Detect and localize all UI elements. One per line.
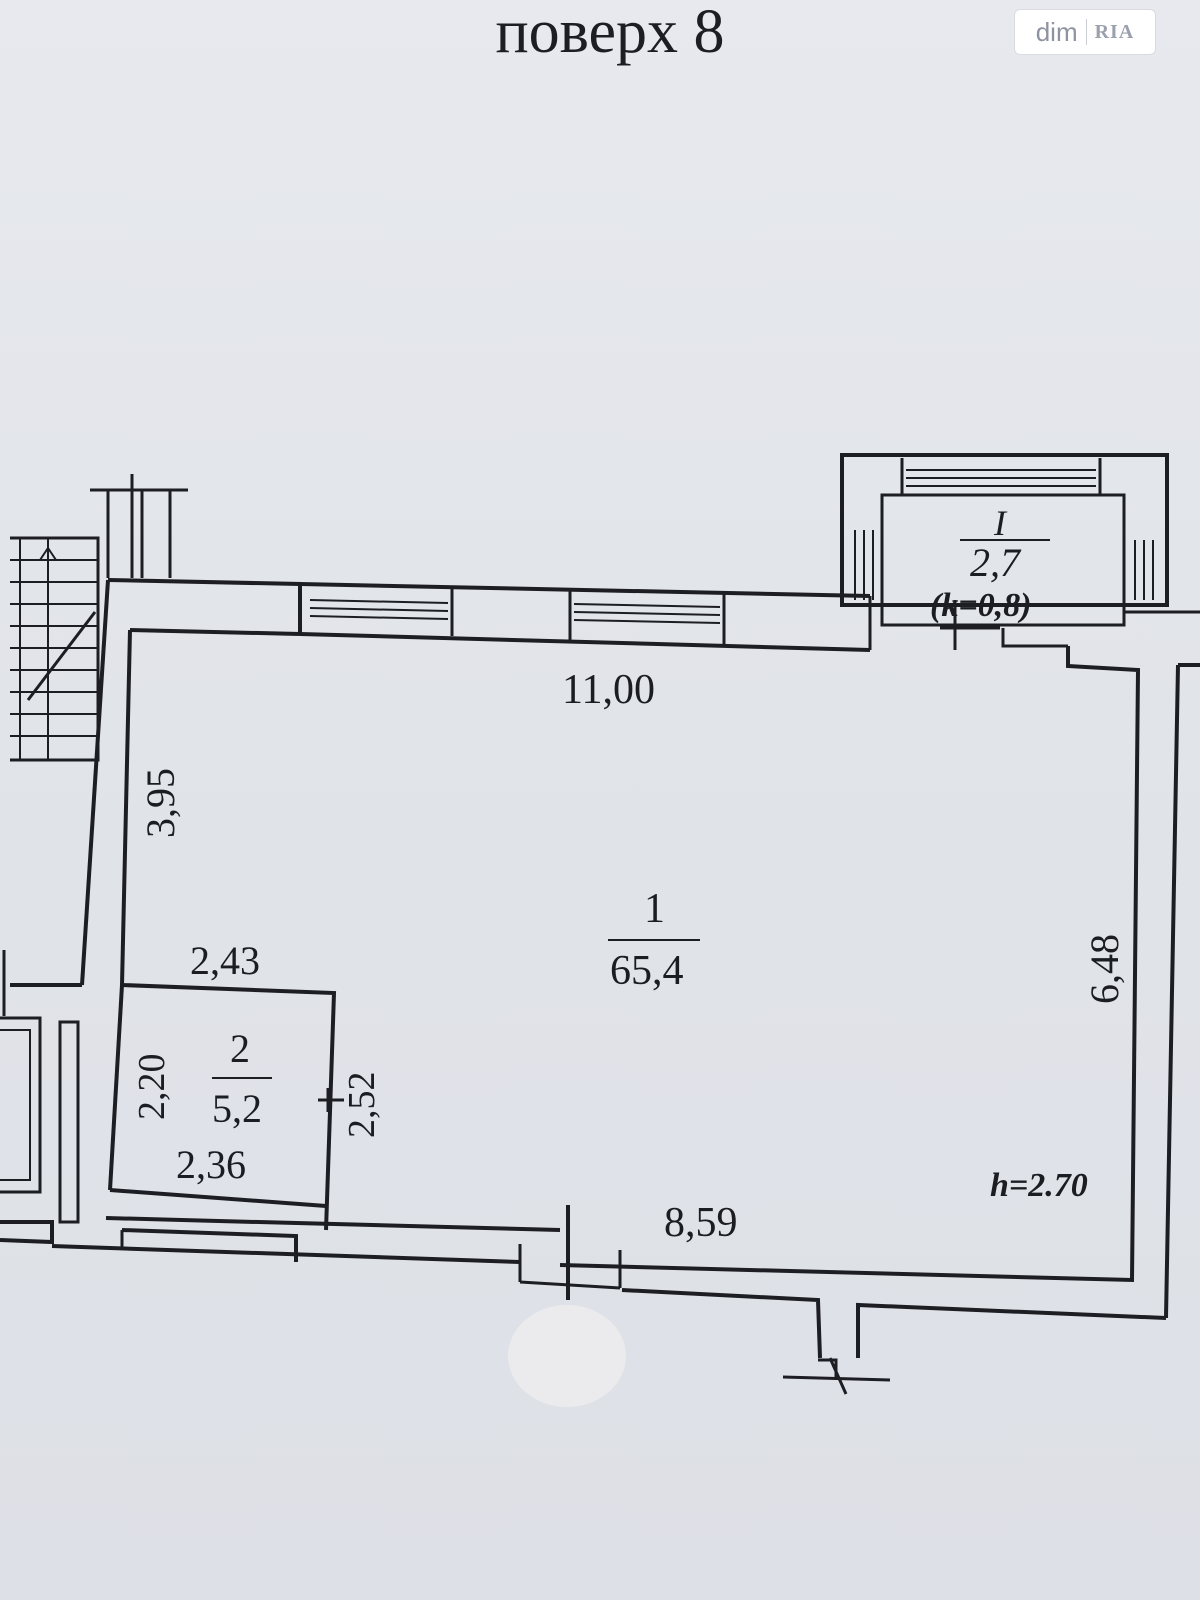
dim-ria-logo: dim RIA (1015, 10, 1155, 54)
room-1-number: 1 (644, 886, 665, 932)
room-2-left-dim: 2,20 (131, 1054, 173, 1121)
balcony (840, 453, 1200, 650)
dim-top-wall: 11,00 (562, 667, 655, 713)
dim-right-wall: 6,48 (1082, 934, 1127, 1004)
dim-left-wall: 3,95 (138, 768, 183, 838)
balcony-area: 2,7 (970, 540, 1022, 585)
redaction-blob (508, 1305, 626, 1407)
logo-ria-text: RIA (1094, 20, 1135, 43)
balcony-number: I (993, 503, 1008, 543)
stair-icon (10, 536, 100, 762)
top-wall (107, 578, 872, 652)
room-2-area: 5,2 (212, 1086, 262, 1131)
left-adjacent (0, 950, 80, 1224)
dim-bottom-wall: 8,59 (664, 1200, 738, 1246)
room-2-walls (108, 983, 344, 1231)
room-2-right-dim: 2,52 (341, 1072, 383, 1139)
room-2-top-dim: 2,43 (190, 938, 260, 983)
logo-separator (1085, 19, 1087, 45)
railing-stub (90, 474, 188, 578)
room-1-area: 65,4 (610, 948, 684, 994)
room-2-bottom-dim: 2,36 (176, 1142, 246, 1187)
room-2-number: 2 (230, 1026, 250, 1071)
floor-title: поверх 8 (495, 0, 725, 66)
main-room-walls (10, 579, 1200, 1359)
bottom-wall (0, 1205, 891, 1395)
logo-dim-text: dim (1035, 16, 1078, 47)
ceiling-height: h=2.70 (990, 1167, 1088, 1204)
balcony-coefficient: (k=0,8) (930, 587, 1032, 624)
